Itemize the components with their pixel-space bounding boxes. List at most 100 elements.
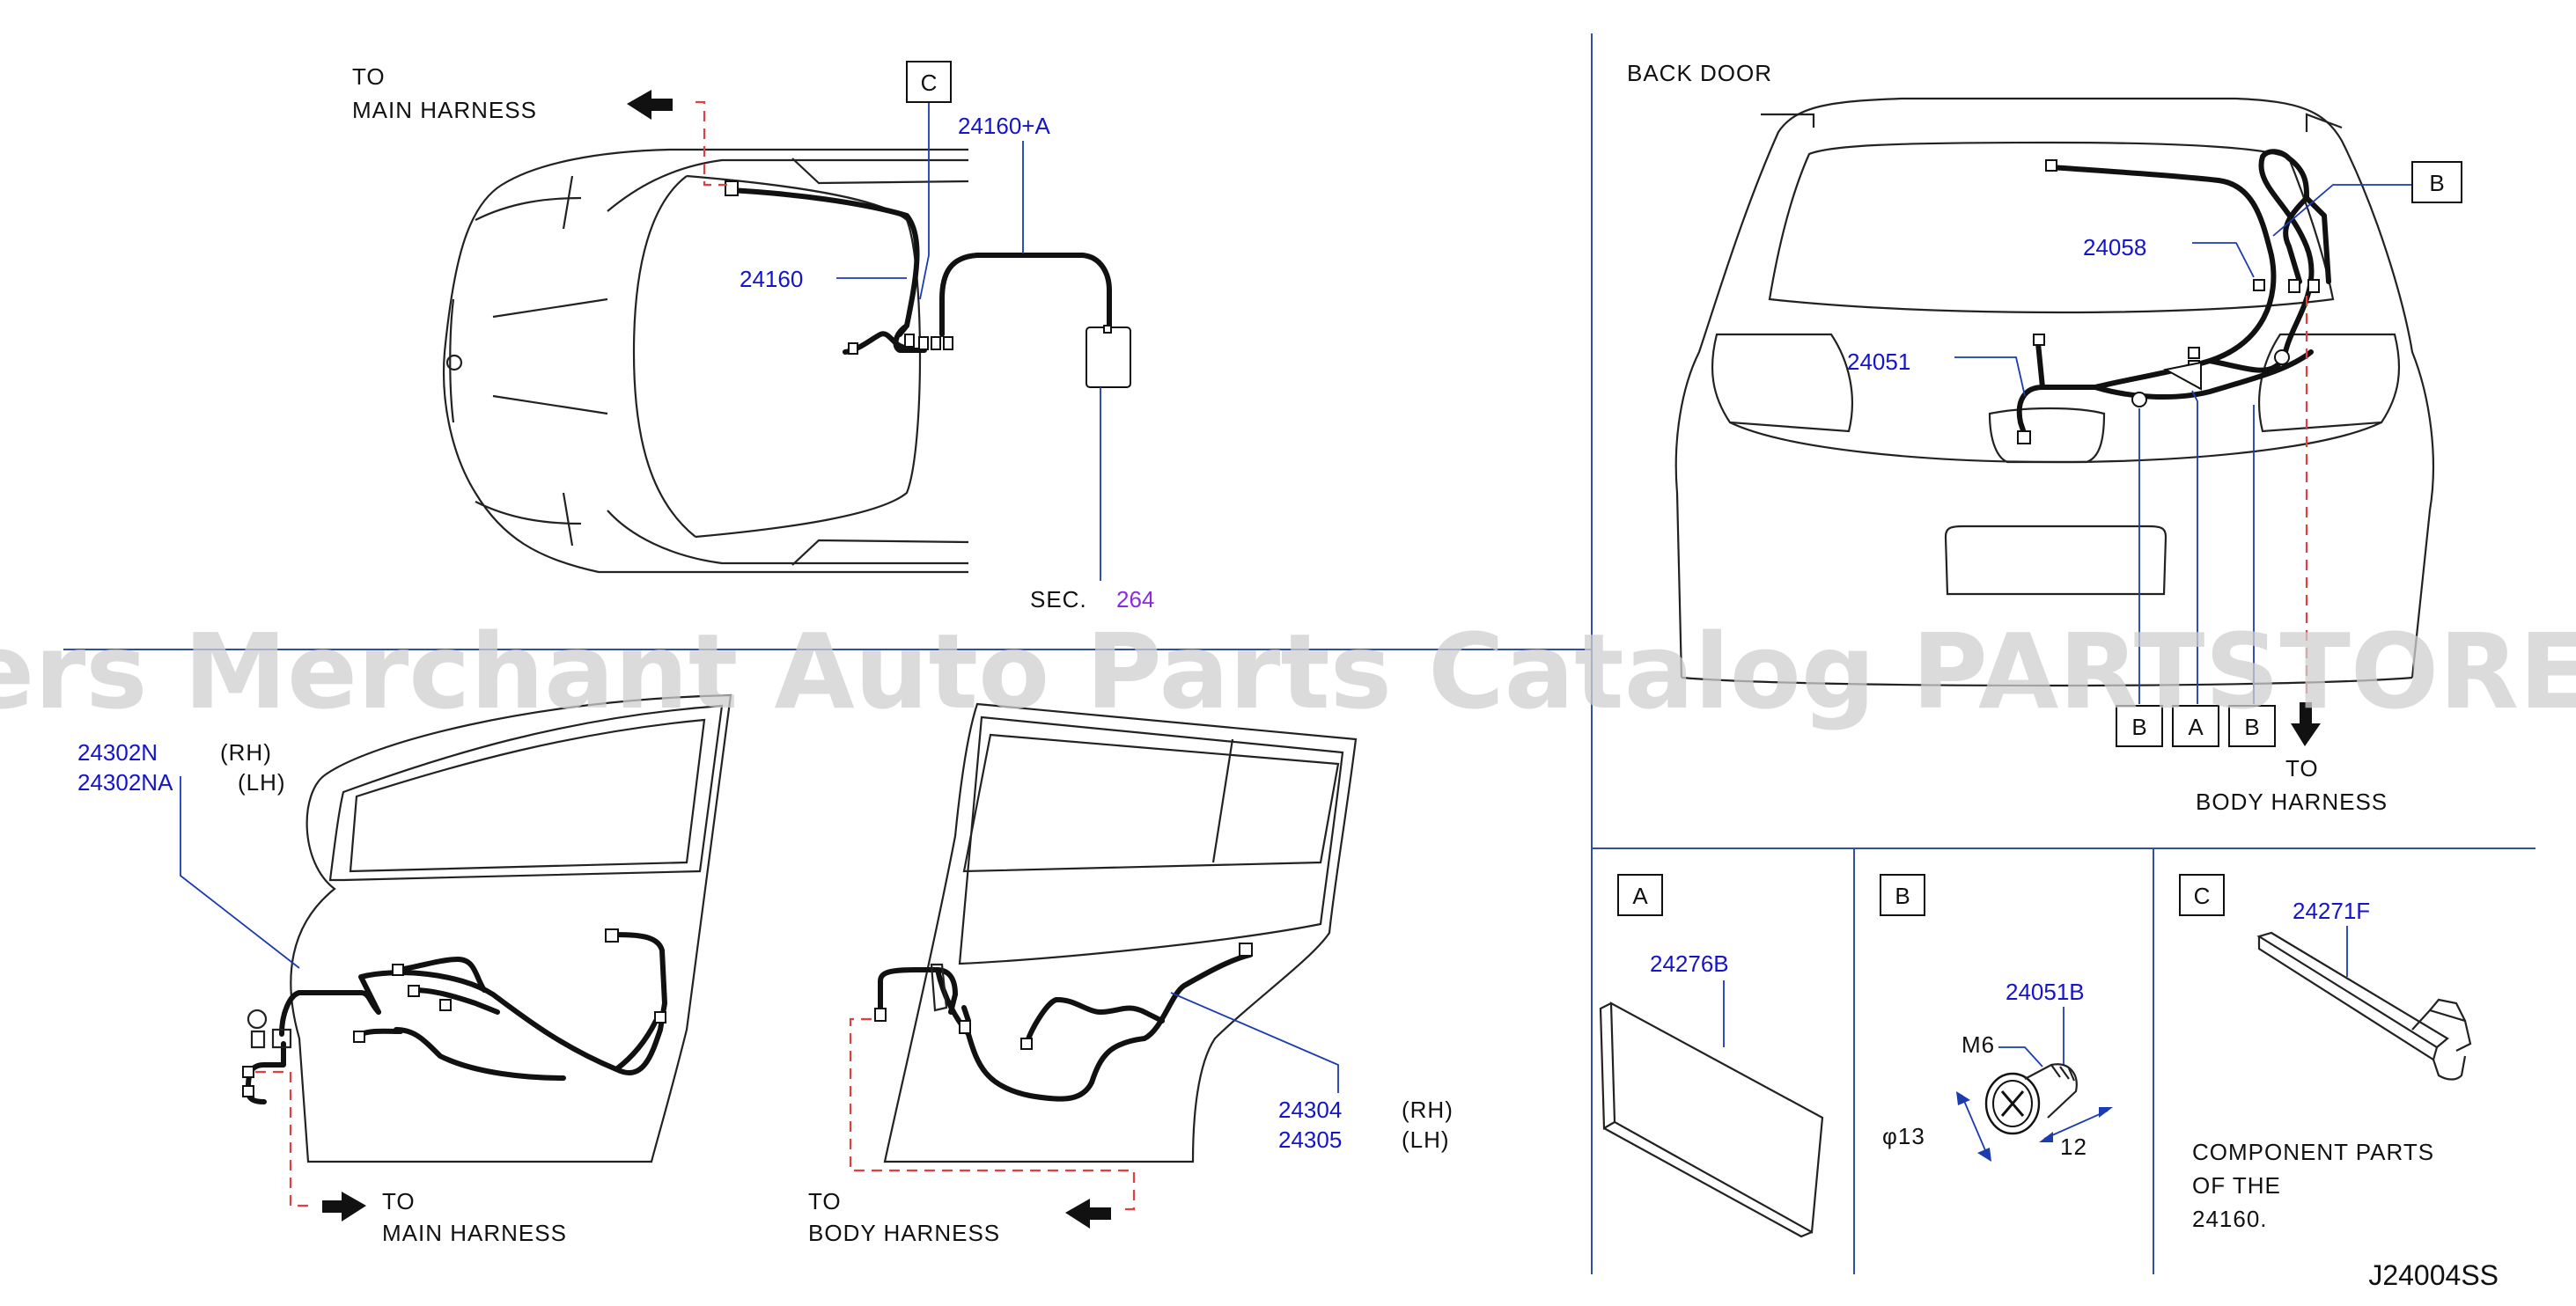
to-body-harness-label-2: BODY HARNESS [2196,789,2388,815]
front-door-lh-suffix: (LH) [238,769,286,796]
connector [2188,347,2200,359]
callout-bottom-a-letter: A [2188,714,2204,740]
panel-b-letter: B [1895,883,1910,909]
back-door-title: BACK DOOR [1627,60,1772,86]
part-24160a-label: 24160+A [958,113,1050,139]
connector [943,336,953,350]
panel-c-note-3: 24160. [2192,1206,2268,1232]
rear-door-to-label-2: BODY HARNESS [808,1220,1000,1246]
panel-b-thread: M6 [1961,1031,1995,1058]
connector [439,999,452,1011]
front-door-part-lh: 24302NA [77,769,173,796]
ground-bolt [2131,392,2147,407]
panel-c-letter: C [2194,883,2211,909]
panel-c-note-2: OF THE [2192,1172,2281,1199]
to-main-harness-label-1: TO [352,63,386,90]
leaders-back-door [1954,184,2412,704]
front-door-to-label-1: TO [382,1188,416,1214]
part-24160-label: 24160 [740,266,803,292]
panel-a-letter-box: A [1617,874,1663,916]
front-car-illustration [442,148,969,574]
ground-bolt [2274,349,2290,365]
connector [931,336,941,350]
panel-b-length: 12 [2060,1134,2087,1160]
connector [2253,279,2265,291]
harness-front-door [242,928,667,1104]
foam-pad-illustration [1599,1002,1824,1238]
clip [2163,361,2202,391]
arrow-down-icon [2291,702,2321,746]
connector [848,342,858,355]
rear-door-to-label-1: TO [808,1188,842,1214]
arrow-left-icon [627,90,673,120]
part-24051-label: 24051 [1847,349,1910,375]
clip-bracket-illustration [2256,931,2472,1081]
connector [1103,325,1112,334]
rear-door-lh-suffix: (LH) [1402,1126,1450,1153]
connector [918,336,929,350]
front-door-to-label-2: MAIN HARNESS [382,1220,567,1246]
callout-c-box: C [906,61,952,103]
connector [654,1011,666,1024]
callout-b-top-letter: B [2429,170,2444,196]
connector [874,1008,887,1022]
connector [959,1020,971,1034]
connector [1239,943,1253,957]
connector [725,180,739,196]
callout-b-top-box: B [2411,161,2462,203]
connector [2045,159,2057,172]
bolt-dimensions [1956,1091,2113,1162]
harness-rear-door [874,943,1253,1102]
arrow-left-icon [1065,1199,1111,1229]
panel-b-letter-box: B [1880,874,1925,916]
sec-label: SEC. [1030,586,1087,613]
panel-c-part: 24271F [2293,898,2370,924]
panel-a-letter: A [1632,883,1648,909]
part-24058-label: 24058 [2083,234,2146,260]
callout-c-letter: C [921,70,938,96]
front-door-rh-suffix: (RH) [220,739,272,766]
callout-bottom-b1-letter: B [2131,714,2146,740]
front-door-illustration [290,693,732,1163]
rear-door-rh-suffix: (RH) [1402,1097,1454,1123]
leaders-rear-door [849,992,1339,1211]
rear-door-part-lh: 24305 [1278,1126,1342,1153]
rear-door-illustration [883,702,1358,1163]
panel-c-note-1: COMPONENT PARTS [2192,1139,2434,1165]
connector [904,334,915,348]
back-door-illustration [1674,97,2435,687]
leaders-top-left [696,100,1101,581]
connector [2288,279,2300,293]
connector [1020,1038,1033,1050]
callout-bottom-b2-letter: B [2244,714,2259,740]
arrow-right-icon [322,1192,366,1222]
section-dividers [63,33,2536,1274]
connector [353,1031,365,1043]
connector [242,1066,254,1078]
harness-24160 [725,180,1131,388]
connector [392,964,404,976]
connector [2017,430,2031,444]
sec-number: 264 [1116,586,1154,613]
diagram-code: J24004SS [2368,1259,2499,1291]
harness-24051 [2016,149,2331,444]
callout-bottom-a-box: A [2172,705,2219,747]
rear-door-part-rh: 24304 [1278,1097,1342,1123]
panel-a-part: 24276B [1650,950,1729,977]
front-door-part-rh: 24302N [77,739,158,766]
callout-bottom-b1-box: B [2116,705,2163,747]
connector [242,1085,254,1097]
to-body-harness-label-1: TO [2285,755,2319,781]
control-unit [1086,326,1131,388]
watermark-text: Offers Merchant Auto Parts Catalog PARTS… [0,611,2576,732]
panel-b-thread-leader [1998,1046,2043,1068]
panel-b-part: 24051B [2006,979,2085,1005]
bolt-illustration [1984,1063,2078,1135]
to-main-harness-label-2: MAIN HARNESS [352,97,537,123]
connector [2307,279,2320,293]
panel-c-letter-box: C [2179,874,2225,916]
panel-b-diameter: φ13 [1882,1123,1925,1149]
connector [2033,334,2045,346]
callout-bottom-b2-box: B [2228,705,2276,747]
